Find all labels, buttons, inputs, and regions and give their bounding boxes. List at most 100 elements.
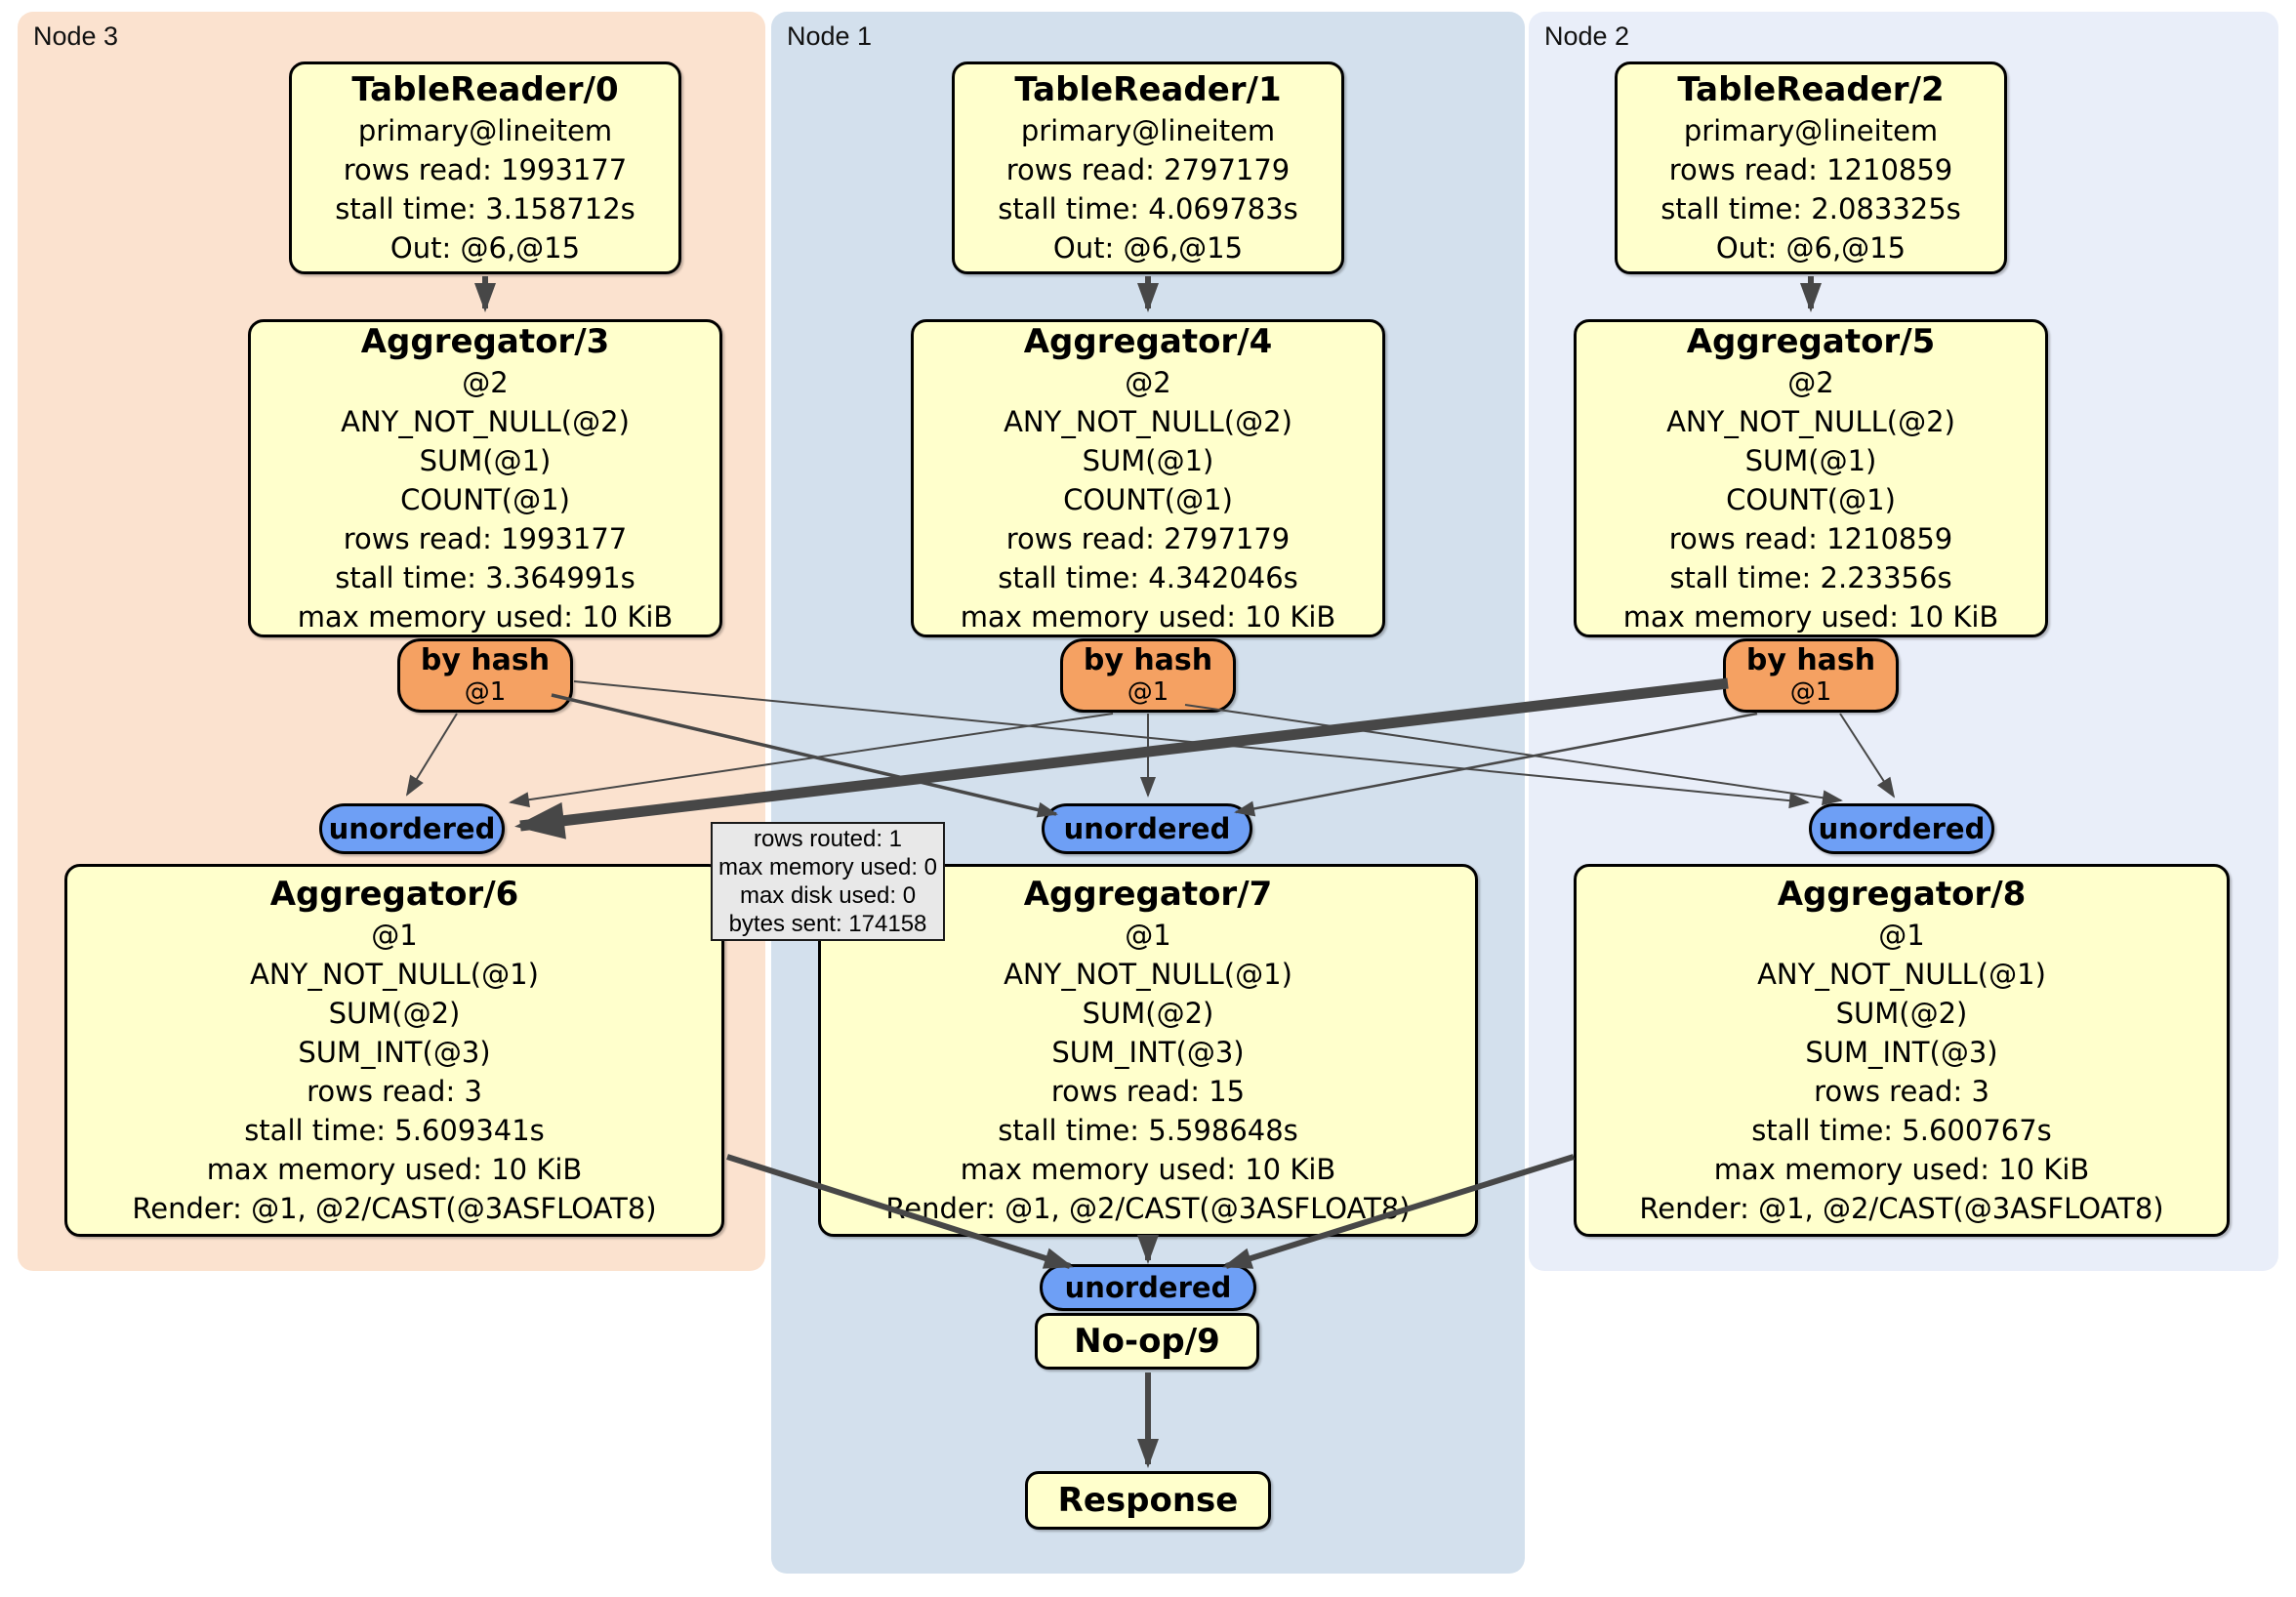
aggregator7-line: rows read: 15: [1050, 1075, 1246, 1108]
aggregator6-line: SUM(@2): [328, 997, 461, 1030]
aggregator8-box: Aggregator/8 @1 ANY_NOT_NULL(@1) SUM(@2)…: [1574, 864, 2230, 1237]
tablereader1-line: primary@lineitem: [1020, 114, 1276, 147]
aggregator8-line: Render: @1, @2/CAST(@3ASFLOAT8): [1639, 1192, 2164, 1225]
aggregator4-line: max memory used: 10 KiB: [960, 600, 1336, 634]
aggregator6-box: Aggregator/6 @1 ANY_NOT_NULL(@1) SUM(@2)…: [64, 864, 724, 1237]
aggregator7-line: max memory used: 10 KiB: [960, 1153, 1336, 1186]
region-node3-label: Node 3: [33, 21, 119, 51]
tablereader1-box: TableReader/1 primary@lineitem rows read…: [952, 61, 1344, 274]
tablereader0-line: stall time: 3.158712s: [335, 192, 636, 225]
noop-box: No-op/9: [1035, 1313, 1259, 1370]
aggregator5-line: ANY_NOT_NULL(@2): [1666, 405, 1955, 438]
aggregator3-line: max memory used: 10 KiB: [297, 600, 674, 634]
unordered-label: unordered: [328, 812, 496, 845]
tablereader1-line: rows read: 2797179: [1005, 153, 1291, 186]
by-hash-column: @1: [1127, 677, 1169, 707]
aggregator6-line: ANY_NOT_NULL(@1): [250, 958, 539, 991]
by-hash-router-node1[interactable]: by hash @1: [1060, 638, 1236, 713]
unordered-sync-final[interactable]: unordered: [1040, 1264, 1256, 1311]
tablereader1-line: Out: @6,@15: [1052, 231, 1244, 265]
tablereader0-line: primary@lineitem: [357, 114, 613, 147]
aggregator8-line: @1: [1878, 919, 1925, 952]
aggregator4-line: @2: [1125, 366, 1171, 399]
aggregator5-line: COUNT(@1): [1726, 483, 1896, 516]
unordered-sync-node1[interactable]: unordered: [1042, 803, 1252, 854]
aggregator5-line: stall time: 2.23356s: [1669, 561, 1952, 594]
response-title: Response: [1057, 1481, 1239, 1520]
aggregator7-line: @1: [1125, 919, 1171, 952]
by-hash-label: by hash: [1745, 643, 1876, 677]
aggregator8-line: max memory used: 10 KiB: [1713, 1153, 2090, 1186]
aggregator4-title: Aggregator/4: [1023, 322, 1273, 361]
tablereader2-line: Out: @6,@15: [1715, 231, 1906, 265]
tooltip-line: max disk used: 0: [739, 882, 917, 909]
noop-title: No-op/9: [1074, 1322, 1220, 1361]
by-hash-label: by hash: [1083, 643, 1213, 677]
region-node2-label: Node 2: [1544, 21, 1630, 51]
aggregator3-line: @2: [462, 366, 509, 399]
tablereader1-line: stall time: 4.069783s: [998, 192, 1298, 225]
region-node1-label: Node 1: [787, 21, 873, 51]
aggregator7-line: Render: @1, @2/CAST(@3ASFLOAT8): [885, 1192, 1411, 1225]
tooltip-line: max memory used: 0: [718, 854, 938, 880]
aggregator8-line: ANY_NOT_NULL(@1): [1757, 958, 2046, 991]
aggregator7-line: SUM(@2): [1082, 997, 1214, 1030]
unordered-sync-node2[interactable]: unordered: [1809, 803, 1994, 854]
by-hash-router-node3[interactable]: by hash @1: [397, 638, 573, 713]
tablereader2-title: TableReader/2: [1677, 70, 1945, 109]
aggregator6-line: max memory used: 10 KiB: [206, 1153, 583, 1186]
tooltip-line: rows routed: 1: [753, 826, 903, 852]
aggregator8-line: rows read: 3: [1814, 1075, 1989, 1108]
tablereader0-line: rows read: 1993177: [343, 153, 628, 186]
aggregator5-line: max memory used: 10 KiB: [1622, 600, 1999, 634]
unordered-sync-node3[interactable]: unordered: [319, 803, 505, 854]
aggregator6-line: @1: [371, 919, 418, 952]
aggregator5-box: Aggregator/5 @2 ANY_NOT_NULL(@2) SUM(@1)…: [1574, 319, 2048, 637]
aggregator3-line: COUNT(@1): [400, 483, 570, 516]
aggregator4-line: SUM(@1): [1082, 444, 1214, 477]
aggregator4-line: COUNT(@1): [1063, 483, 1233, 516]
aggregator8-line: stall time: 5.600767s: [1751, 1114, 2052, 1147]
tablereader2-line: primary@lineitem: [1683, 114, 1939, 147]
by-hash-label: by hash: [420, 643, 551, 677]
edge-tooltip: rows routed: 1 max memory used: 0 max di…: [711, 822, 945, 941]
tablereader1-title: TableReader/1: [1014, 70, 1282, 109]
tablereader0-box: TableReader/0 primary@lineitem rows read…: [289, 61, 681, 274]
by-hash-router-node2[interactable]: by hash @1: [1723, 638, 1899, 713]
aggregator4-line: stall time: 4.342046s: [998, 561, 1298, 594]
aggregator3-title: Aggregator/3: [360, 322, 610, 361]
tablereader2-box: TableReader/2 primary@lineitem rows read…: [1615, 61, 2007, 274]
aggregator6-line: stall time: 5.609341s: [244, 1114, 545, 1147]
unordered-label: unordered: [1064, 1271, 1232, 1304]
tooltip-line: bytes sent: 174158: [728, 911, 927, 937]
aggregator4-line: ANY_NOT_NULL(@2): [1004, 405, 1292, 438]
aggregator5-title: Aggregator/5: [1686, 322, 1936, 361]
aggregator7-line: SUM_INT(@3): [1051, 1036, 1245, 1069]
aggregator3-line: SUM(@1): [419, 444, 552, 477]
aggregator4-box: Aggregator/4 @2 ANY_NOT_NULL(@2) SUM(@1)…: [911, 319, 1385, 637]
aggregator3-line: ANY_NOT_NULL(@2): [341, 405, 630, 438]
tablereader0-line: Out: @6,@15: [390, 231, 581, 265]
aggregator5-line: SUM(@1): [1744, 444, 1877, 477]
unordered-label: unordered: [1818, 812, 1986, 845]
aggregator6-title: Aggregator/6: [269, 875, 519, 914]
response-box: Response: [1025, 1471, 1271, 1530]
aggregator6-line: SUM_INT(@3): [298, 1036, 491, 1069]
aggregator5-line: rows read: 1210859: [1668, 522, 1953, 555]
aggregator7-line: stall time: 5.598648s: [998, 1114, 1298, 1147]
aggregator6-line: Render: @1, @2/CAST(@3ASFLOAT8): [132, 1192, 657, 1225]
tablereader2-line: rows read: 1210859: [1668, 153, 1953, 186]
aggregator8-title: Aggregator/8: [1777, 875, 2027, 914]
aggregator8-line: SUM(@2): [1835, 997, 1968, 1030]
aggregator4-line: rows read: 2797179: [1005, 522, 1291, 555]
aggregator3-line: stall time: 3.364991s: [335, 561, 636, 594]
unordered-label: unordered: [1063, 812, 1231, 845]
tablereader0-title: TableReader/0: [351, 70, 619, 109]
by-hash-column: @1: [464, 677, 507, 707]
aggregator7-line: ANY_NOT_NULL(@1): [1004, 958, 1292, 991]
tablereader2-line: stall time: 2.083325s: [1660, 192, 1961, 225]
aggregator6-line: rows read: 3: [307, 1075, 482, 1108]
by-hash-column: @1: [1789, 677, 1832, 707]
aggregator3-box: Aggregator/3 @2 ANY_NOT_NULL(@2) SUM(@1)…: [248, 319, 722, 637]
